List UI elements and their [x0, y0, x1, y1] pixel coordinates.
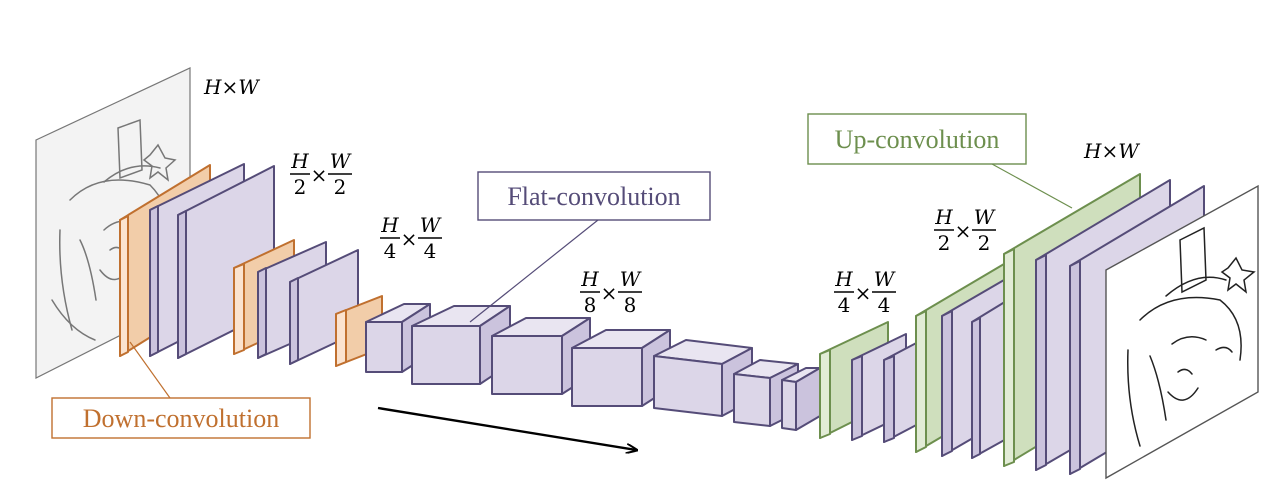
clean-line-drawing — [1127, 226, 1256, 447]
fraction-a-numerator: H — [380, 213, 399, 237]
up-convolution-label: Up-convolution — [807, 113, 1027, 165]
fraction-times: × — [601, 281, 618, 305]
fraction-b-denominator: 2 — [978, 231, 991, 255]
fraction-a-denominator: 4 — [838, 293, 851, 317]
flat-convolution-text: Flat-convolution — [507, 182, 680, 211]
fraction-b-denominator: 2 — [334, 175, 347, 199]
fraction-a-denominator: 4 — [384, 239, 397, 263]
flat-convolution-label: Flat-convolution — [477, 171, 711, 221]
fraction-b-numerator: W — [620, 267, 642, 291]
flow-direction-arrow — [377, 406, 636, 450]
dimension-output: H×W — [1083, 139, 1140, 163]
fraction-b-denominator: 4 — [424, 239, 437, 263]
fraction-a-denominator: 2 — [294, 175, 307, 199]
svg-text:H×W: H×W — [203, 75, 260, 99]
dimension-half: H2×W2 — [290, 149, 352, 199]
flat-conv-block-5b — [971, 299, 1009, 459]
fraction-a-numerator: H — [934, 205, 953, 229]
fraction-times: × — [955, 219, 972, 243]
dimension-quarter-up: H4×W4 — [834, 267, 896, 317]
down-convolution-label: Down-convolution — [51, 397, 311, 439]
fraction-b-denominator: 4 — [878, 293, 891, 317]
fraction-a-denominator: 2 — [938, 231, 951, 255]
fraction-a-numerator: H — [290, 149, 309, 173]
fraction-times: × — [855, 281, 872, 305]
fraction-b-numerator: W — [974, 205, 996, 229]
fraction-a-numerator: H — [834, 267, 853, 291]
dim-output-w: W — [1118, 139, 1140, 163]
flat-conv-block-3g — [781, 367, 821, 431]
fraction-a-numerator: H — [580, 267, 599, 291]
dimension-eighth: H8×W8 — [580, 267, 642, 317]
dim-input-h: H — [203, 75, 222, 99]
fraction-b-denominator: 8 — [624, 293, 637, 317]
dim-output-h: H — [1083, 139, 1102, 163]
flat-conv-leader-line — [469, 219, 599, 323]
down-conv-leader-line — [129, 341, 171, 399]
fraction-times: × — [401, 227, 418, 251]
fraction-b-numerator: W — [330, 149, 352, 173]
dim-output-op: × — [1101, 139, 1118, 163]
svg-text:H×W: H×W — [1083, 139, 1140, 163]
dimension-half-up: H2×W2 — [934, 205, 996, 255]
dim-input-op: × — [221, 75, 238, 99]
fraction-b-numerator: W — [874, 267, 896, 291]
up-conv-leader-line — [991, 163, 1073, 209]
up-convolution-text: Up-convolution — [835, 125, 1000, 154]
dimension-input: H×W — [203, 75, 260, 99]
fraction-times: × — [311, 163, 328, 187]
output-clean-image — [1105, 184, 1259, 480]
fraction-b-numerator: W — [420, 213, 442, 237]
fraction-a-denominator: 8 — [584, 293, 597, 317]
dimension-quarter: H4×W4 — [380, 213, 442, 263]
down-convolution-text: Down-convolution — [83, 404, 279, 433]
flat-conv-block-3d — [571, 329, 671, 407]
dim-input-w: W — [238, 75, 260, 99]
flat-conv-block-4b — [883, 339, 923, 443]
